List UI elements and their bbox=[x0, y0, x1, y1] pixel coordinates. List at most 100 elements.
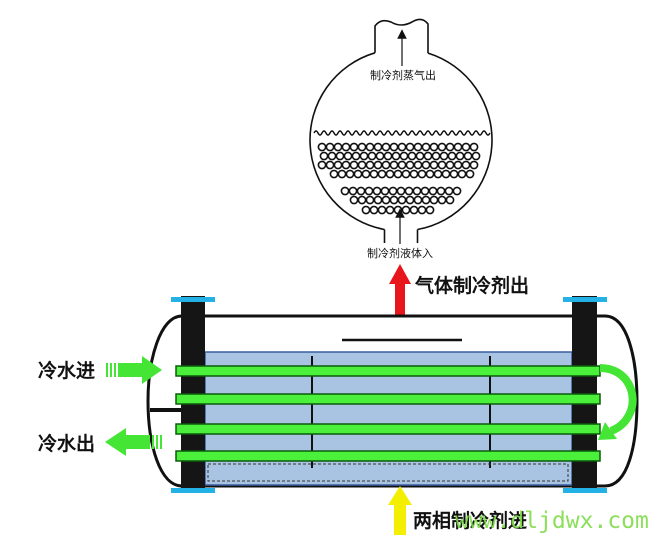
tube-cross-section bbox=[405, 160, 415, 170]
cold-water-in-label: 冷水进 bbox=[38, 359, 95, 382]
liquid-inlet-pipe bbox=[383, 229, 419, 243]
two-phase-in-label: 两相制冷剂进 bbox=[413, 509, 527, 532]
tube-cross-section bbox=[365, 160, 375, 170]
tube-cross-section bbox=[364, 186, 374, 196]
tube-cross-section bbox=[421, 160, 431, 170]
tube-cross-section bbox=[449, 169, 459, 179]
tube-cross-section bbox=[401, 169, 411, 179]
tube-cross-section bbox=[404, 186, 414, 196]
tube-cross-section bbox=[429, 195, 439, 205]
tube-cross-section bbox=[444, 186, 454, 196]
tube-cross-section bbox=[381, 142, 391, 152]
tube-cross-section bbox=[393, 205, 403, 215]
tube-cross-section bbox=[397, 142, 407, 152]
tube-cross-section bbox=[431, 151, 441, 161]
tube-cross-section bbox=[452, 186, 462, 196]
tube-cross-section bbox=[415, 151, 425, 161]
tube-cross-section bbox=[385, 205, 395, 215]
tube-cross-section bbox=[388, 186, 398, 196]
tube-cross-section bbox=[341, 142, 351, 152]
tube-cross-section bbox=[385, 169, 395, 179]
tube-cross-section bbox=[373, 195, 383, 205]
tube-cross-section bbox=[356, 186, 366, 196]
tube-cross-section bbox=[447, 151, 457, 161]
vapor-outlet-pipe bbox=[374, 18, 429, 54]
gas-out-label: 气体制冷剂出 bbox=[414, 274, 529, 297]
tube-cross-section bbox=[469, 160, 479, 170]
tube-cross-section bbox=[409, 205, 419, 215]
tube-cross-section bbox=[361, 169, 371, 179]
tube-cross-section bbox=[325, 142, 335, 152]
tube-cross-section bbox=[436, 186, 446, 196]
tube-cross-section bbox=[463, 151, 473, 161]
tube-cross-section bbox=[317, 142, 327, 152]
tube-cross-section bbox=[461, 142, 471, 152]
tube-cross-section bbox=[453, 160, 463, 170]
gas-out-arrow bbox=[389, 264, 411, 316]
arrow-stripe bbox=[114, 363, 116, 377]
tube-cross-section bbox=[401, 205, 411, 215]
tube-cross-section bbox=[412, 186, 422, 196]
tube-cross-section bbox=[461, 160, 471, 170]
tube-cross-section bbox=[372, 186, 382, 196]
refrigerant-distributor bbox=[207, 463, 569, 482]
liquid-surface-line bbox=[313, 130, 491, 136]
flange-bottom-right bbox=[563, 488, 607, 493]
tube-cross-section bbox=[453, 142, 463, 152]
tube-cross-section bbox=[397, 195, 407, 205]
arrow-stripe bbox=[156, 435, 158, 449]
shell-circle-outline bbox=[309, 52, 493, 231]
tube-cross-section bbox=[423, 151, 433, 161]
tube-cross-section bbox=[375, 151, 385, 161]
tube-cross-section bbox=[413, 195, 423, 205]
arrow-stripe bbox=[160, 435, 162, 449]
shell-and-tube-evaporator bbox=[146, 296, 639, 493]
tube-cross-section bbox=[341, 160, 351, 170]
tube-cross-section bbox=[383, 151, 393, 161]
tube-cross-section bbox=[429, 142, 439, 152]
tube-cross-section bbox=[369, 169, 379, 179]
tube-cross-section bbox=[439, 151, 449, 161]
tube-cross-section bbox=[428, 186, 438, 196]
arrow-head bbox=[142, 356, 162, 384]
tube-cross-section bbox=[405, 142, 415, 152]
tube-cross-section bbox=[396, 186, 406, 196]
arrow-body bbox=[118, 363, 142, 377]
shell-cross-section: 制冷剂蒸气出 制冷剂液体入 bbox=[309, 18, 493, 260]
return-flow-curve bbox=[599, 364, 637, 435]
tube-cross-section bbox=[349, 142, 359, 152]
arrow-stripe bbox=[106, 363, 108, 377]
water-tube-4 bbox=[175, 450, 601, 462]
tube-cross-section bbox=[457, 169, 467, 179]
tube-cross-section bbox=[343, 151, 353, 161]
tube-cross-section bbox=[391, 151, 401, 161]
tube-cross-section bbox=[353, 169, 363, 179]
tube-cross-section bbox=[325, 160, 335, 170]
cold-water-out-label: 冷水出 bbox=[38, 432, 95, 455]
tube-cross-section bbox=[361, 205, 371, 215]
tube-cross-section bbox=[337, 169, 347, 179]
water-tube-1 bbox=[175, 365, 601, 377]
tube-cross-section bbox=[425, 169, 435, 179]
tube-cross-section bbox=[319, 151, 329, 161]
tube-cross-section bbox=[413, 142, 423, 152]
tube-cross-section bbox=[377, 205, 387, 215]
flange-top-right bbox=[563, 297, 607, 302]
tube-cross-section bbox=[365, 142, 375, 152]
tube-cross-section bbox=[437, 142, 447, 152]
tube-cross-section bbox=[407, 151, 417, 161]
tube-cross-section bbox=[389, 160, 399, 170]
arrow-body bbox=[126, 435, 150, 449]
tube-cross-section bbox=[420, 186, 430, 196]
tube-cross-section bbox=[421, 195, 431, 205]
tube-cross-section bbox=[377, 169, 387, 179]
tube-cross-section bbox=[425, 205, 435, 215]
flange-bottom-left bbox=[171, 488, 215, 493]
tube-cross-section bbox=[445, 195, 455, 205]
tube-cross-section bbox=[409, 169, 419, 179]
tube-cross-section bbox=[380, 186, 390, 196]
tube-cross-section bbox=[437, 160, 447, 170]
return-flow-arrow bbox=[598, 364, 637, 440]
tube-cross-section bbox=[417, 169, 427, 179]
tube-cross-section bbox=[397, 160, 407, 170]
